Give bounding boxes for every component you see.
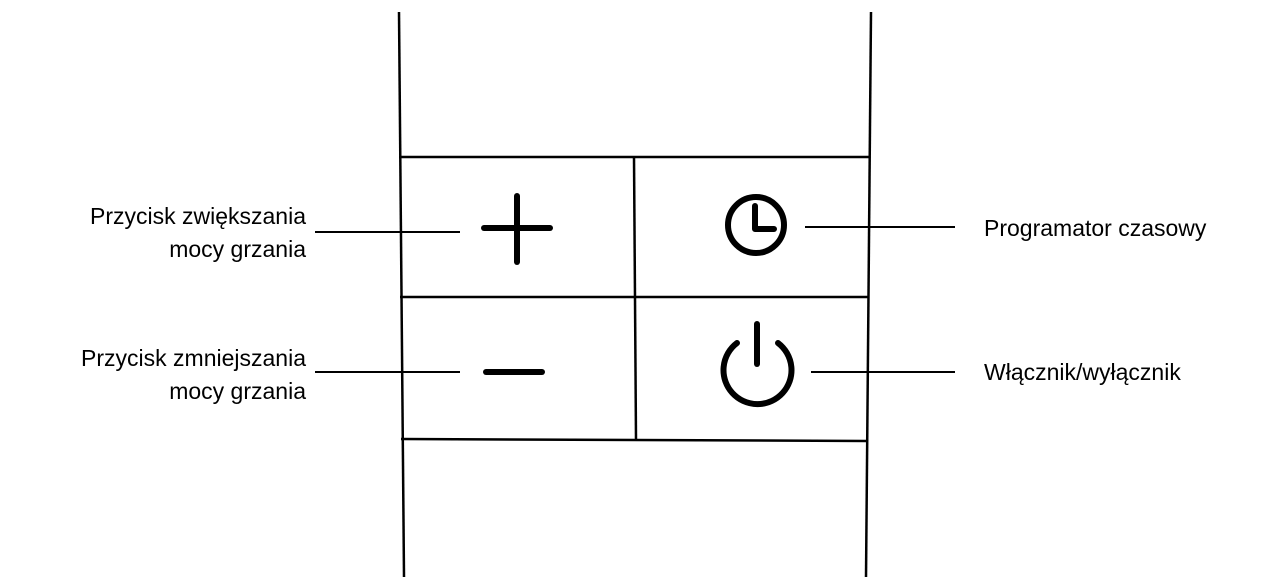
decrease-power-label: Przycisk zmniejszania mocy grzania (81, 342, 306, 408)
increase-power-label-line2: mocy grzania (169, 236, 306, 262)
decrease-power-label-line1: Przycisk zmniejszania (81, 345, 306, 371)
grid-bottom-line (400, 437, 868, 443)
decrease-power-button[interactable] (401, 298, 633, 438)
device-left-edge (397, 11, 406, 577)
increase-power-label: Przycisk zwiększania mocy grzania (90, 200, 306, 266)
device-right-edge (864, 11, 873, 577)
increase-power-button[interactable] (401, 158, 633, 296)
power-icon (720, 321, 795, 408)
timer-label: Programator czasowy (984, 212, 1206, 245)
power-label-text: Włącznik/wyłącznik (984, 359, 1181, 385)
plus-icon (481, 193, 553, 265)
increase-power-label-line1: Przycisk zwiększania (90, 203, 306, 229)
decrease-power-label-line2: mocy grzania (169, 378, 306, 404)
grid-center-divider (632, 156, 638, 441)
timer-label-text: Programator czasowy (984, 215, 1207, 241)
power-label: Włącznik/wyłącznik (984, 356, 1181, 389)
clock-icon (725, 194, 787, 256)
timer-button[interactable] (637, 158, 867, 296)
power-button[interactable] (637, 298, 866, 438)
